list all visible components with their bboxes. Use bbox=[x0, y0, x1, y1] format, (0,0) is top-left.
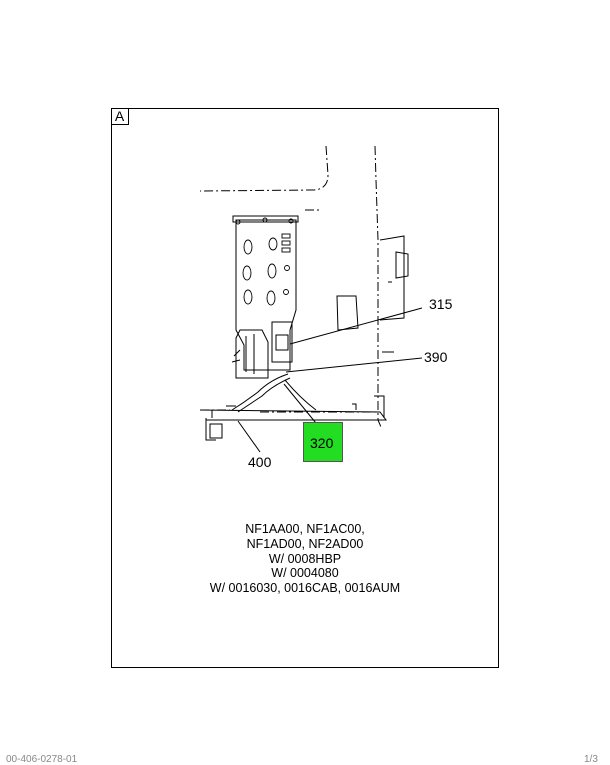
footer-drawing-number: 00-406-0278-01 bbox=[6, 754, 78, 765]
view-label: A bbox=[111, 108, 129, 125]
applicability-notes: NF1AA00, NF1AC00, NF1AD00, NF2AD00 W/ 00… bbox=[111, 522, 499, 596]
callout-400[interactable]: 400 bbox=[248, 454, 272, 470]
note-line: W/ 0016030, 0016CAB, 0016AUM bbox=[209, 581, 401, 596]
callout-320[interactable]: 320 bbox=[310, 435, 334, 451]
callout-315[interactable]: 315 bbox=[429, 296, 453, 312]
callout-320-highlight[interactable] bbox=[303, 422, 343, 462]
note-line: NF1AD00, NF2AD00 bbox=[246, 536, 364, 551]
diagram-frame bbox=[111, 108, 499, 668]
note-line: W/ 0008HBP bbox=[268, 551, 342, 566]
note-line: W/ 0004080 bbox=[271, 566, 339, 581]
callout-390[interactable]: 390 bbox=[424, 349, 448, 365]
note-line: NF1AA00, NF1AC00, bbox=[245, 522, 365, 536]
footer-page-number: 1/3 bbox=[584, 754, 598, 765]
